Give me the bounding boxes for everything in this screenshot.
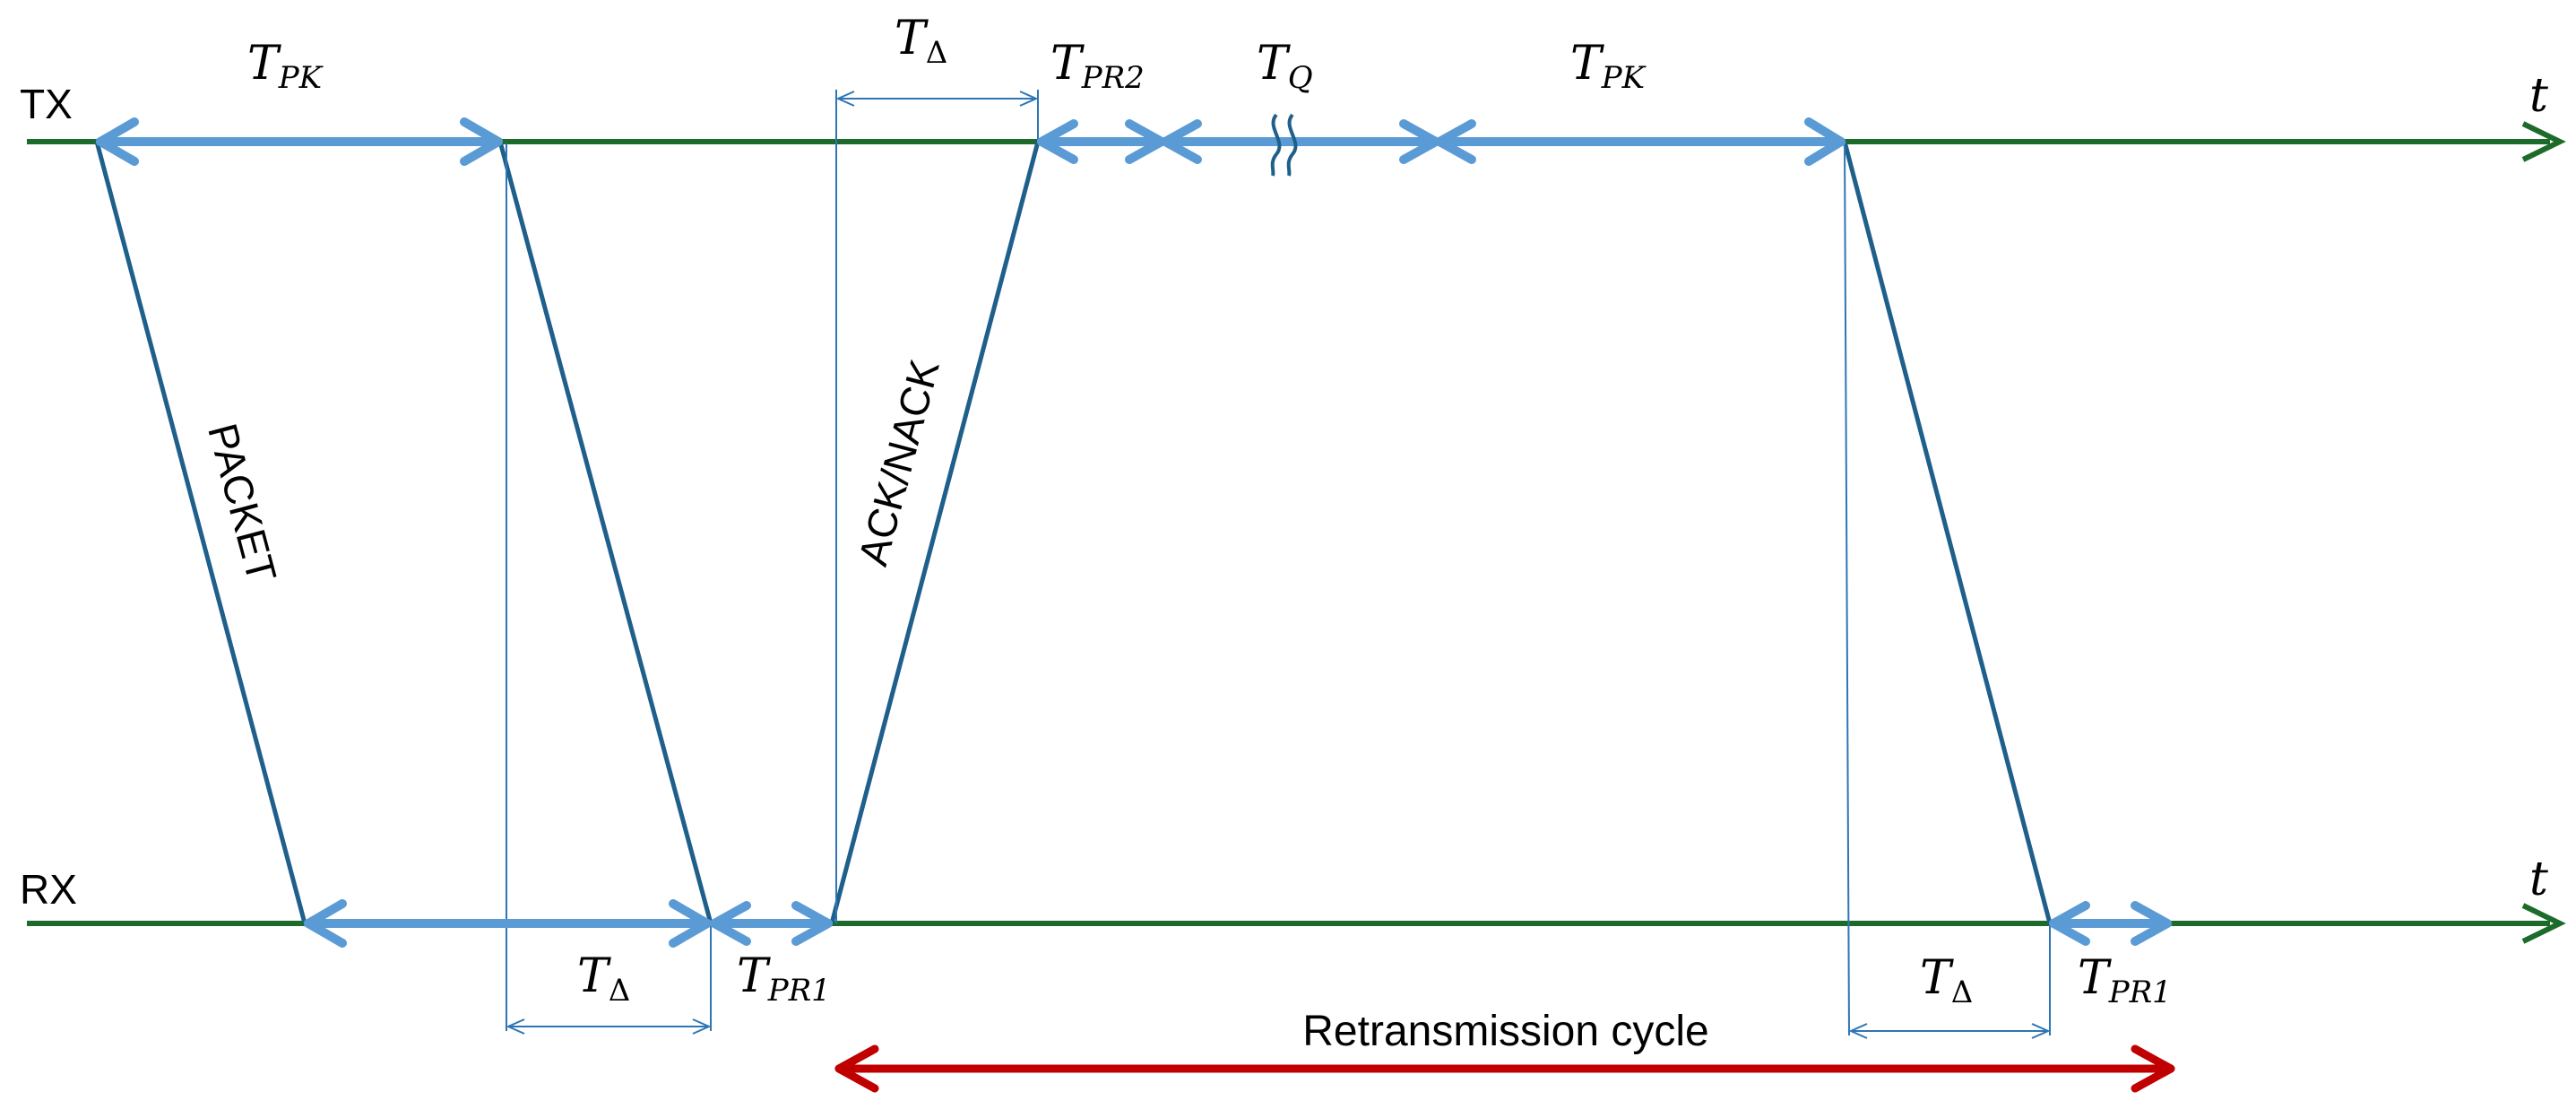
tpr1-interval-arrow-1 — [710, 901, 833, 946]
tpr1-label-1: TPR1 — [737, 949, 831, 1009]
rx-packet-interval-arrow — [304, 899, 712, 948]
rx-time-symbol: t — [2529, 853, 2548, 906]
retransmission-cycle-arrow — [834, 1044, 2175, 1093]
tpr2-label: TPR2 — [1050, 37, 1145, 96]
tpk-interval-arrow-2 — [1435, 117, 1846, 166]
tx-label: TX — [20, 81, 73, 127]
packet-signal-1 — [94, 141, 713, 924]
tdelta-dimension-bottom-2 — [1848, 1023, 2051, 1039]
tpr2-interval-arrow — [1037, 119, 1166, 164]
tdelta-label-bottom-1: TΔ — [577, 949, 630, 1009]
retransmission-cycle-label: Retransmission cycle — [1302, 1008, 1708, 1055]
delta-guides — [506, 90, 2051, 1036]
tdelta-label-top: TΔ — [895, 12, 947, 71]
tpr1-label-2: TPR1 — [2078, 951, 2172, 1010]
ack-nack-signal — [829, 141, 1041, 924]
tdelta-dimension-top — [835, 91, 1039, 107]
packet-signal-2 — [1842, 141, 2053, 924]
packet-label: PACKET — [199, 419, 286, 587]
tdelta-label-bottom-2: TΔ — [1920, 951, 1973, 1010]
rx-label: RX — [20, 866, 77, 913]
tq-label: TQ — [1257, 37, 1313, 96]
tx-time-symbol: t — [2529, 69, 2548, 123]
tpr1-interval-arrow-2 — [2049, 901, 2172, 946]
tpk-label-2: TPK — [1570, 37, 1647, 96]
tpk-label-1: TPK — [247, 37, 324, 96]
tq-interval-arrow — [1161, 119, 1440, 164]
tpk-interval-arrow-1 — [96, 117, 503, 166]
tq-break-marks — [1270, 113, 1298, 177]
tdelta-dimension-bottom-1 — [506, 1018, 712, 1035]
